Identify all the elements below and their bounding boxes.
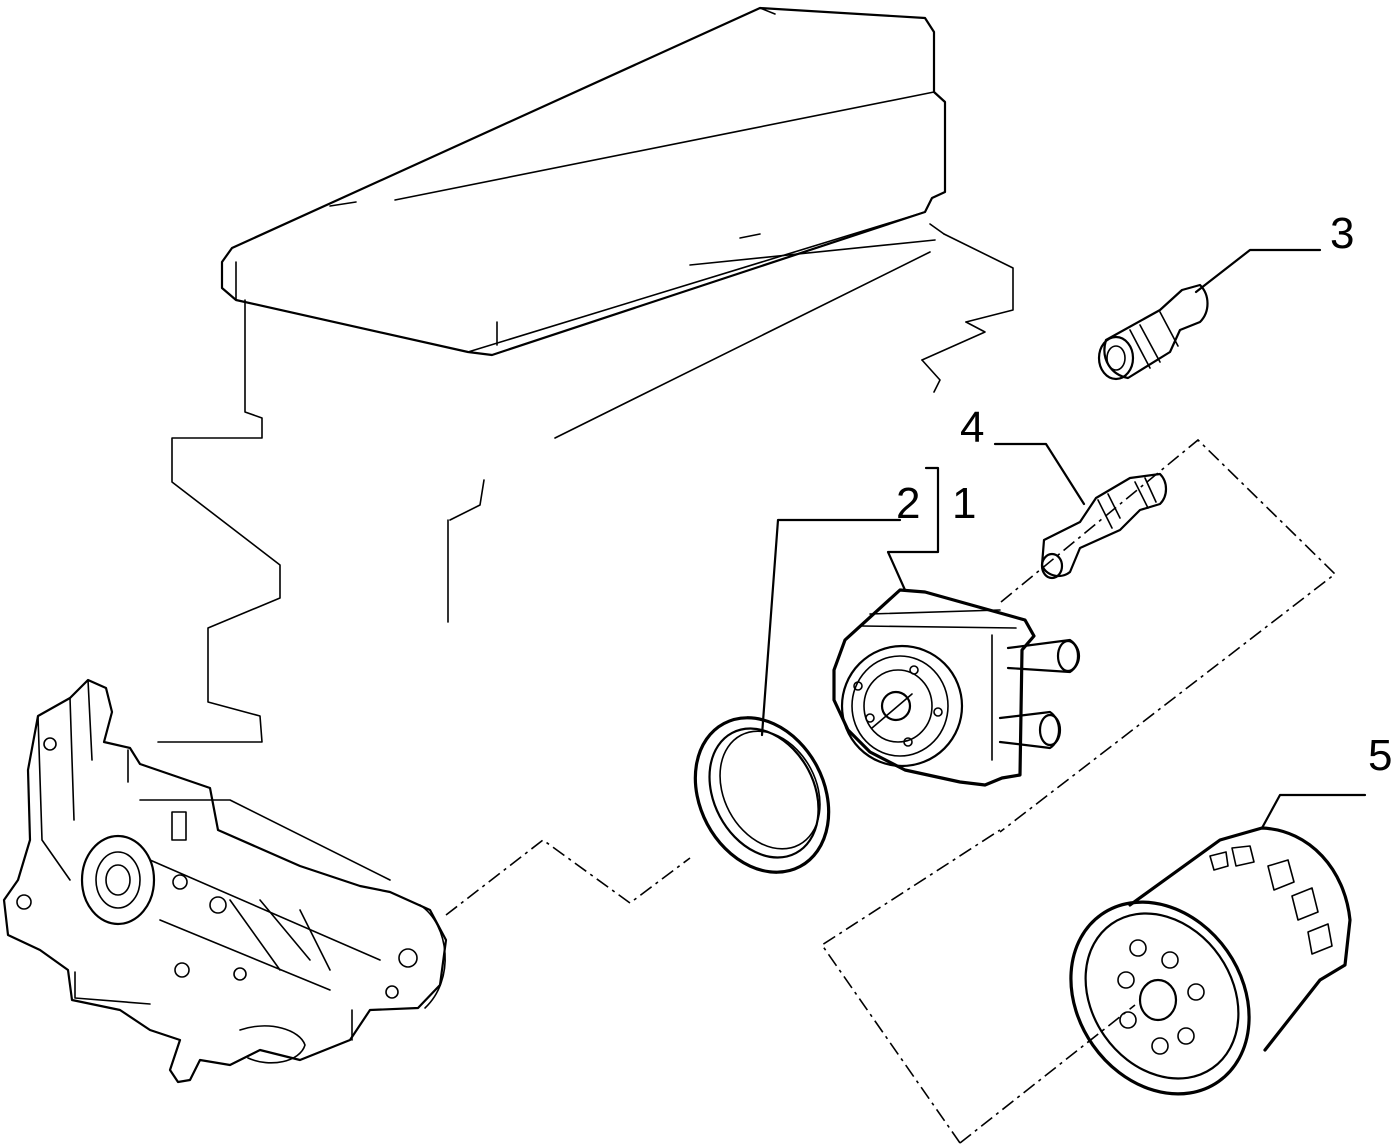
oil-filter [1069,826,1352,1096]
seal-ring [693,716,831,874]
callout-5: 5 [1368,731,1392,780]
oil-cooler [832,588,1081,787]
callout-2: 2 [896,479,920,528]
assembly-lines [445,438,1337,1144]
engine-block-outline [157,6,1014,743]
fitting-part-3 [1097,283,1209,381]
callout-3: 3 [1330,209,1354,258]
callout-1: 1 [952,479,976,528]
bolt-part-4 [1040,472,1168,580]
oil-pump-housing [2,678,448,1084]
leader-lines [760,248,1367,830]
callout-4: 4 [960,403,984,452]
